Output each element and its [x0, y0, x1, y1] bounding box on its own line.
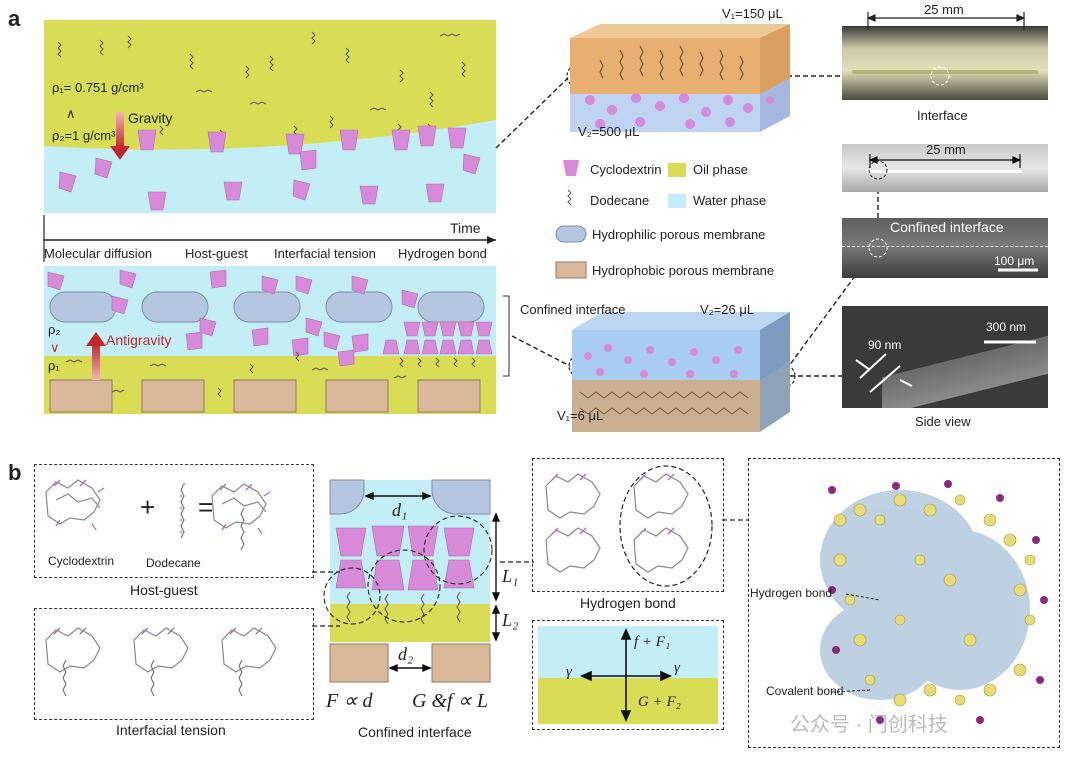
f-prop-d: F ∝ d: [326, 690, 373, 712]
hg-caption: Host-guest: [130, 582, 198, 598]
legend-water: Water phase: [693, 193, 767, 208]
hg-plus: +: [140, 492, 156, 522]
rho2-bottom-label: ρ₂: [48, 322, 61, 337]
gamma-left: γ: [566, 664, 572, 680]
photo3-scale: 100 μm: [994, 254, 1035, 268]
panel-b-letter: b: [8, 460, 22, 485]
md-simulation-box: [748, 458, 1060, 748]
box2-v2-label: V₂=26 μL: [700, 302, 755, 317]
compare-symbol-bottom: ∨: [50, 340, 60, 355]
rho2-label: ρ₂=1 g/cm³: [52, 128, 116, 143]
L1-label: L₁: [502, 566, 519, 586]
hg-equals: =: [198, 492, 214, 522]
force-g-label: G + F₂: [638, 694, 681, 710]
photo1-scale: 25 mm: [924, 2, 964, 17]
g-prop-l: G &f ∝ L: [412, 690, 488, 712]
gamma-right: γ: [674, 660, 680, 676]
legend-cyclodextrin: Cyclodextrin: [590, 162, 662, 177]
hg-cyclodextrin: Cyclodextrin: [48, 554, 115, 568]
d1-label: d₁: [392, 500, 408, 520]
L2-label: L₂: [502, 610, 519, 630]
confined-interface-label: Confined interface: [520, 302, 626, 317]
hb-label: Hydrogen bond: [750, 586, 833, 600]
photo2-scale: 25 mm: [926, 142, 966, 157]
hb-caption: Hydrogen bond: [580, 595, 676, 611]
box2-v1-label: V₁=6 μL: [557, 408, 604, 423]
ci-caption: Confined interface: [358, 724, 472, 740]
antigravity-label: Antigravity: [106, 332, 172, 348]
panel-a-letter: a: [8, 6, 21, 31]
interfacial-tension-box: [34, 608, 314, 720]
legend-oil: Oil phase: [693, 162, 748, 177]
legend-dodecane: Dodecane: [590, 193, 650, 208]
rho1-label: ρ₁= 0.751 g/cm³: [52, 80, 144, 95]
box1-v1-label: V₁=150 μL: [722, 6, 783, 21]
box1-v2-label: V₂=500 μL: [578, 124, 640, 139]
stage-label: Host-guest: [185, 246, 248, 261]
rho1-bottom-label: ρ₁: [48, 358, 60, 373]
watermark: 公众号 · 门创科技: [790, 714, 948, 736]
host-guest-box: [34, 464, 314, 578]
cov-label: Covalent bond: [766, 684, 844, 698]
time-label: Time: [450, 220, 481, 236]
legend-hydrophobic: Hydrophobic porous membrane: [592, 263, 775, 278]
it-caption: Interfacial tension: [116, 722, 226, 738]
d2-label: d₂: [398, 644, 414, 664]
stage-label: Hydrogen bond: [398, 246, 487, 261]
photo1-caption: Interface: [917, 108, 968, 123]
legend-hydrophilic: Hydrophilic porous membrane: [592, 227, 766, 242]
gravity-label: Gravity: [128, 110, 173, 126]
force-diagram-box: [532, 620, 724, 730]
hydrogen-bond-box: [532, 458, 724, 592]
force-f-label: f + F₁: [634, 634, 671, 650]
photo3-title: Confined interface: [890, 219, 1004, 235]
stage-label: Interfacial tension: [274, 246, 376, 261]
photo4-thickness: 90 nm: [868, 338, 902, 352]
photo4-caption: Side view: [915, 414, 971, 429]
interface-photo: [842, 26, 1048, 100]
photo4-scale: 300 nm: [986, 320, 1027, 334]
compare-symbol-top: ∧: [66, 106, 76, 121]
hg-dodecane: Dodecane: [146, 556, 201, 570]
stage-label: Molecular diffusion: [44, 246, 153, 261]
